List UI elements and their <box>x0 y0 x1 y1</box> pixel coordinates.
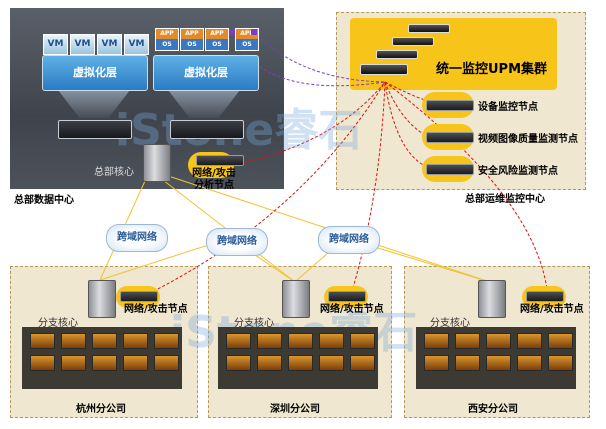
server-right <box>170 120 244 139</box>
ops-center-label: 总部运维监控中心 <box>465 194 545 205</box>
security-risk-unit <box>426 164 474 175</box>
link-red-upm-vid <box>384 81 426 136</box>
hz-attack-unit <box>120 291 158 302</box>
xa-attack-label: 网络/攻击节点 <box>520 304 584 315</box>
xa-video-wall <box>416 327 576 389</box>
wan-cloud-2: 跨域网络 <box>206 228 268 256</box>
hz-core-switch <box>88 280 116 318</box>
upm-server-2 <box>392 37 434 46</box>
hq-analysis-label: 网络/攻击分析节点 <box>192 168 236 191</box>
vm-3: VM <box>97 34 122 55</box>
security-risk-label: 安全风险监测节点 <box>478 166 558 177</box>
wan-cloud-1: 跨域网络 <box>106 224 168 252</box>
device-monitor-label: 设备监控节点 <box>478 102 538 113</box>
hz-branch-name: 杭州分公司 <box>76 404 126 415</box>
hz-attack-label: 网络/攻击节点 <box>124 304 188 315</box>
link-red-sz-upm <box>349 81 386 299</box>
tap-point-2 <box>251 29 257 35</box>
upm-cluster-label: 统一监控UPM集群 <box>436 62 548 77</box>
link-yellow-hq-xa <box>149 169 491 283</box>
hq-core-switch <box>143 144 171 182</box>
link-red-upm-sec <box>384 81 426 167</box>
server-left <box>58 120 132 139</box>
sz-attack-unit <box>328 291 366 302</box>
video-quality-label: 视频图像质量监测节点 <box>478 134 578 145</box>
hz-video-wall <box>22 327 182 389</box>
hq-core-label: 总部核心 <box>94 167 134 178</box>
sz-attack-label: 网络/攻击节点 <box>320 304 384 315</box>
xa-attack-unit <box>526 291 564 302</box>
vm-1: VM <box>43 34 68 55</box>
tap-point-1 <box>229 29 235 35</box>
upm-server-4 <box>360 64 408 75</box>
sz-video-wall <box>218 327 378 389</box>
link-yellow-hq-sz <box>149 169 296 283</box>
hq-datacenter-label: 总部数据中心 <box>14 195 74 206</box>
link-red-hz-upm <box>139 81 386 299</box>
hq-analysis-unit <box>196 155 244 166</box>
video-quality-unit <box>426 132 474 143</box>
link-purple-app2 <box>253 31 386 83</box>
xa-branch-name: 西安分公司 <box>468 404 518 415</box>
wan-cloud-3: 跨域网络 <box>318 226 380 254</box>
vm-2: VM <box>70 34 95 55</box>
virtualization-layer-right: 虚拟化层 <box>153 55 259 91</box>
sz-core-label: 分支核心 <box>234 318 274 329</box>
sz-core-switch <box>282 280 310 318</box>
virtualization-layer-left: 虚拟化层 <box>42 55 148 91</box>
xa-core-label: 分支核心 <box>430 318 470 329</box>
link-red-xa-upm <box>384 81 549 299</box>
sz-branch-name: 深圳分公司 <box>270 404 320 415</box>
vm-4: VM <box>124 34 149 55</box>
upm-server-3 <box>376 50 418 59</box>
hz-core-label: 分支核心 <box>38 318 78 329</box>
upm-server-1 <box>408 24 450 33</box>
device-monitor-unit <box>426 100 474 111</box>
xa-core-switch <box>478 280 506 318</box>
